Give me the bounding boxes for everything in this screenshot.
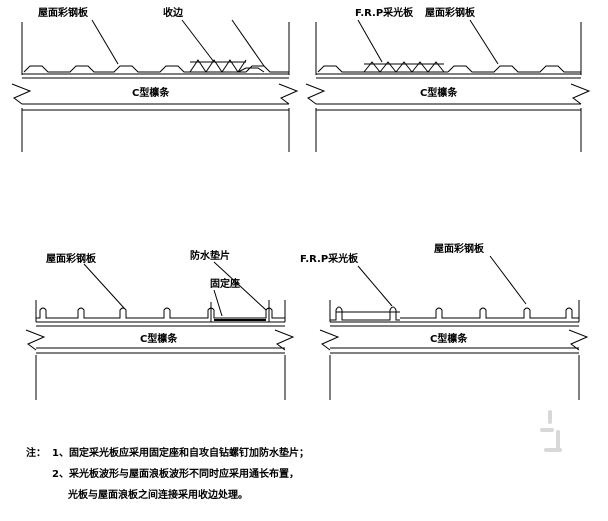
c-purlin-beam-1 xyxy=(11,77,299,111)
label-beam-4: C型檩条 xyxy=(430,332,468,345)
label-edge-trim-1: 收边 xyxy=(163,6,184,19)
edge-trim-1 xyxy=(189,59,265,73)
c-purlin-beam-3 xyxy=(25,325,295,354)
label-bracket-3: 固定座 xyxy=(210,277,240,290)
note-line-1: 1、固定采光板应采用固定座和自攻自钻螺钉加防水垫片； xyxy=(52,448,309,459)
detail-4 xyxy=(319,255,589,400)
frp-panel-4 xyxy=(330,306,400,321)
detail-1 xyxy=(11,19,299,152)
label-roof-panel-1: 屋面彩钢板 xyxy=(38,6,89,19)
c-purlin-beam-4 xyxy=(319,325,589,354)
label-roof-panel-2: 屋面彩钢板 xyxy=(425,6,476,19)
notes-prefix: 注： xyxy=(26,448,46,459)
roof-panel-2 xyxy=(316,65,581,75)
label-beam-1: C型檩条 xyxy=(132,86,170,99)
fixed-bracket-3 xyxy=(210,300,270,322)
roof-panel-4 xyxy=(330,307,579,323)
label-washer-3: 防水垫片 xyxy=(190,249,230,262)
label-beam-2: C型檩条 xyxy=(420,86,458,99)
label-roof-panel-4: 屋面彩钢板 xyxy=(434,242,485,255)
label-roof-panel-3: 屋面彩钢板 xyxy=(46,252,97,265)
roof-panel-1 xyxy=(22,65,289,75)
note-line-3: 光板与屋面浪板之间连接采用收边处理。 xyxy=(68,490,248,501)
note-line-2: 2、采光板波形与屋面浪板波形不同时应采用通长布置， xyxy=(52,469,299,480)
frp-panel-2 xyxy=(363,61,448,73)
c-purlin-beam-2 xyxy=(305,77,591,111)
label-beam-3: C型檩条 xyxy=(140,332,178,345)
roof-panel-3 xyxy=(36,307,285,323)
detail-3 xyxy=(25,261,295,400)
watermark-icon xyxy=(540,410,562,452)
detail-2 xyxy=(305,19,591,152)
label-frp-panel-4: F.R.P采光板 xyxy=(300,252,359,265)
label-frp-panel-2: F.R.P采光板 xyxy=(355,6,414,19)
